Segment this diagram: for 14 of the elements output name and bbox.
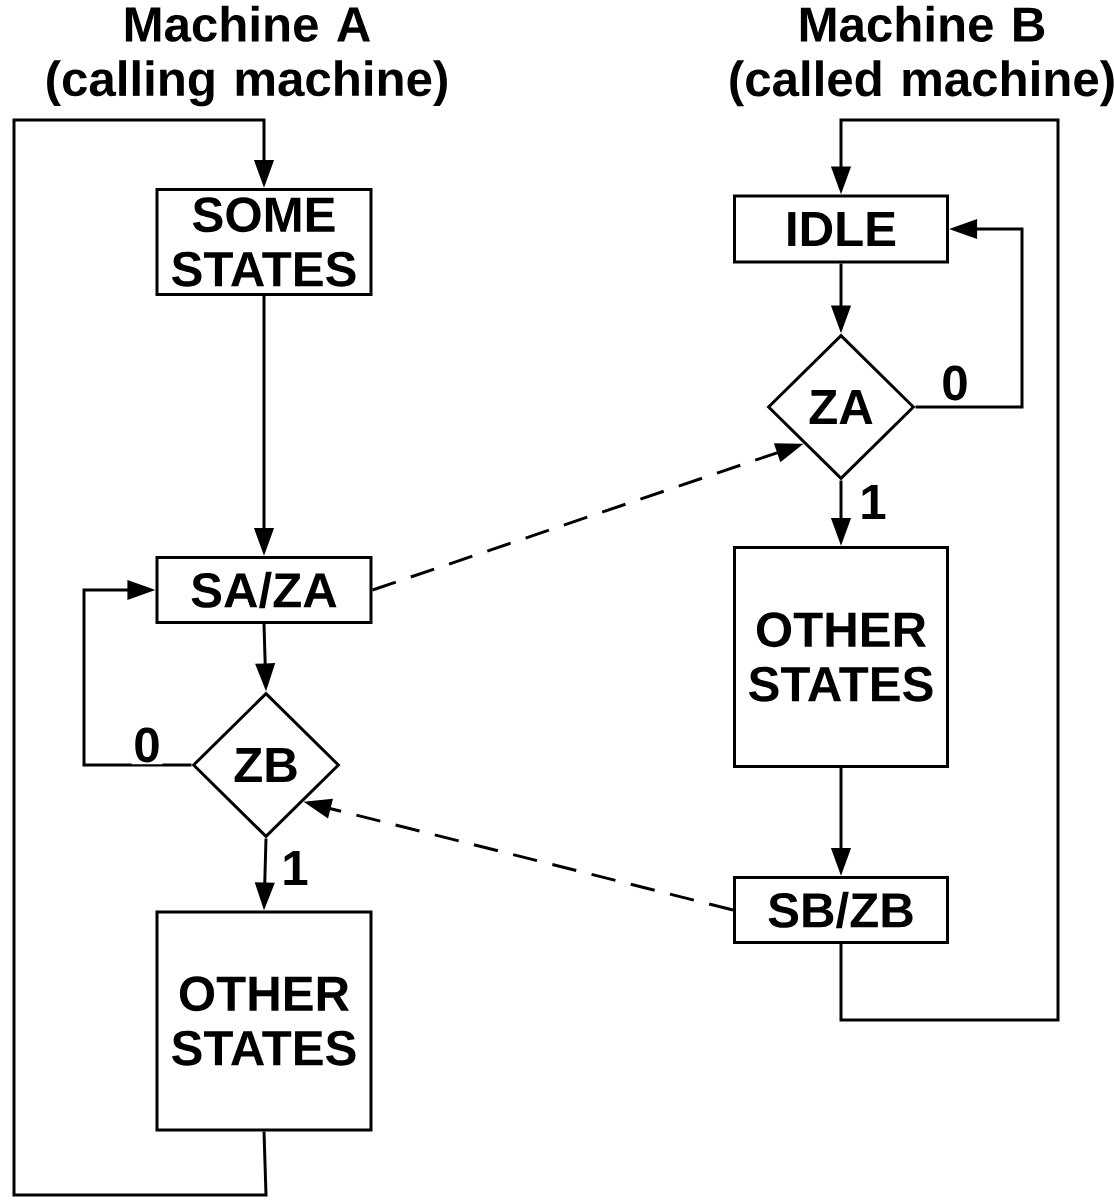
state-box: OTHER STATES	[733, 546, 949, 768]
state-box: OTHER STATES	[155, 910, 373, 1132]
edge-label: 1	[862, 485, 886, 519]
arrow	[12, 118, 275, 1197]
arrow	[82, 579, 192, 767]
state-box: SOME STATES	[155, 188, 373, 296]
edge-label: 0	[135, 727, 159, 763]
state-box: IDLE	[733, 194, 949, 264]
edge-label: 0	[943, 365, 967, 401]
state-box: SB/ZB	[733, 876, 949, 944]
machine-heading: Machine A (calling machine)	[47, 5, 447, 107]
edge-label: 1	[284, 851, 308, 885]
state-box: SA/ZA	[155, 556, 373, 624]
machine-heading: Machine B (called machine)	[730, 5, 1114, 107]
